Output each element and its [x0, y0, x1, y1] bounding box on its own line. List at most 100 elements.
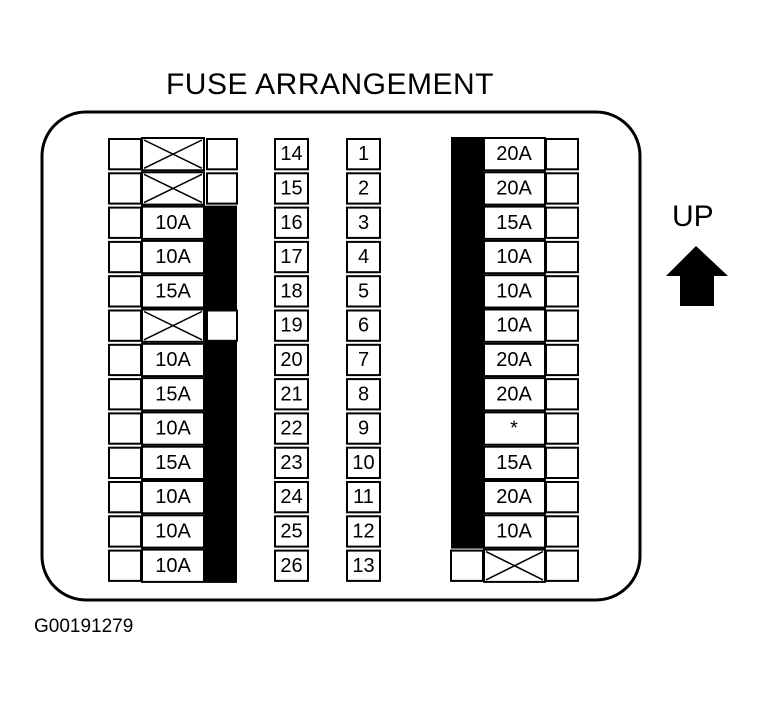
fuse-label: 24: [280, 486, 302, 508]
fuse-label: 23: [280, 452, 302, 474]
fuse-label: 20A: [496, 486, 532, 508]
spare-slot: [108, 172, 142, 205]
fuse-label: 4: [358, 246, 369, 268]
spare-slot: [545, 172, 579, 205]
spare-slot: [108, 446, 142, 480]
fuse-number-cell: [274, 446, 309, 480]
fuse-number-cell: [346, 412, 381, 445]
fuse-slot: [141, 342, 205, 378]
fuse-label: 15: [280, 177, 302, 199]
fuse-label: 20: [280, 349, 302, 371]
fuse-number-cell: [274, 481, 309, 514]
fuse-label: 13: [352, 555, 374, 577]
spare-slot: [545, 206, 579, 239]
fuse-label: 20A: [496, 349, 532, 371]
fuse-slot: [483, 274, 546, 309]
fuse-label: 15A: [155, 452, 191, 474]
fuse-slot: [483, 377, 546, 412]
spare-slot: [545, 138, 579, 171]
fuse-number-cell: [274, 515, 309, 548]
spare-slot: [545, 515, 579, 548]
spare-slot: [108, 206, 142, 239]
fuse-label: 7: [358, 349, 369, 371]
fuse-label: 10A: [155, 212, 191, 234]
fuse-label: 19: [280, 315, 302, 337]
spare-slot: [545, 446, 579, 480]
fuse-slot: [141, 377, 205, 412]
fuse-label: 3: [358, 212, 369, 234]
cross-line: [485, 550, 544, 581]
fuse-slot: [483, 137, 546, 172]
fuse-label: 10A: [496, 315, 532, 337]
fuse-label: 25: [280, 520, 302, 542]
spare-slot: [206, 138, 238, 171]
spare-slot: [108, 378, 142, 411]
fuse-label: 15A: [496, 452, 532, 474]
fuse-slot: [483, 514, 546, 549]
fuse-label: 22: [280, 418, 302, 440]
spare-slot: [545, 378, 579, 411]
fuse-label: 10A: [155, 520, 191, 542]
fuse-label: 10A: [496, 246, 532, 268]
cross-line: [143, 310, 203, 341]
fuse-number-cell: [274, 138, 309, 171]
fuse-slot: [141, 239, 205, 275]
fuse-label: 14: [280, 143, 302, 165]
spare-slot: [108, 515, 142, 548]
fuse-label: 2: [358, 177, 369, 199]
fuse-number-cell: [346, 343, 381, 377]
fuse-label: 20A: [496, 143, 532, 165]
fuse-label: 9: [358, 418, 369, 440]
fuse-label: 6: [358, 315, 369, 337]
fuse-slot: [483, 171, 546, 206]
fuse-slot: [141, 445, 205, 481]
fuse-number-cell: [346, 275, 381, 308]
fuse-number-cell: [346, 206, 381, 239]
fuse-number-cell: [346, 240, 381, 274]
fuse-slot: [141, 274, 205, 309]
fuse-number-cell: [346, 138, 381, 171]
fuse-number-cell: [346, 549, 381, 582]
spare-slot: [108, 343, 142, 377]
fuse-label: 15A: [155, 280, 191, 302]
fuse-label: 26: [280, 555, 302, 577]
spare-slot: [545, 275, 579, 308]
fuse-number-cell: [274, 309, 309, 342]
spare-slot: [108, 309, 142, 342]
fuse-box-outline: [40, 110, 642, 602]
fuse-number-cell: [274, 172, 309, 205]
fuse-number-cell: [274, 206, 309, 239]
spare-slot: [545, 549, 579, 582]
fuse-label: 10A: [155, 486, 191, 508]
fuse-label: 10A: [155, 349, 191, 371]
relay-bar: [451, 137, 483, 549]
fuse-number-cell: [274, 549, 309, 582]
fuse-label: 20A: [496, 177, 532, 199]
cross-line: [143, 139, 203, 169]
fuse-number-cell: [274, 343, 309, 377]
fuse-label: 10A: [496, 280, 532, 302]
fuse-label: *: [510, 418, 518, 440]
fuse-label: 5: [358, 280, 369, 302]
fuse-label: 11: [353, 486, 374, 508]
diagram-title: FUSE ARRANGEMENT: [165, 68, 495, 101]
fuse-slot: [483, 239, 546, 275]
fuse-label: 21: [280, 383, 302, 405]
spare-slot: [108, 481, 142, 514]
fuse-label: 16: [280, 212, 302, 234]
fuse-label: 12: [352, 520, 374, 542]
fuse-slot: [483, 308, 546, 343]
spare-slot: [545, 309, 579, 342]
fuse-number-cell: [274, 275, 309, 308]
fuse-label: 20A: [496, 383, 532, 405]
fuse-slot: [141, 205, 205, 240]
spare-slot: [450, 549, 484, 582]
fuse-label: 1: [358, 143, 369, 165]
spare-slot: [108, 240, 142, 274]
fuse-slot: [483, 411, 546, 446]
fuse-slot: [141, 480, 205, 515]
